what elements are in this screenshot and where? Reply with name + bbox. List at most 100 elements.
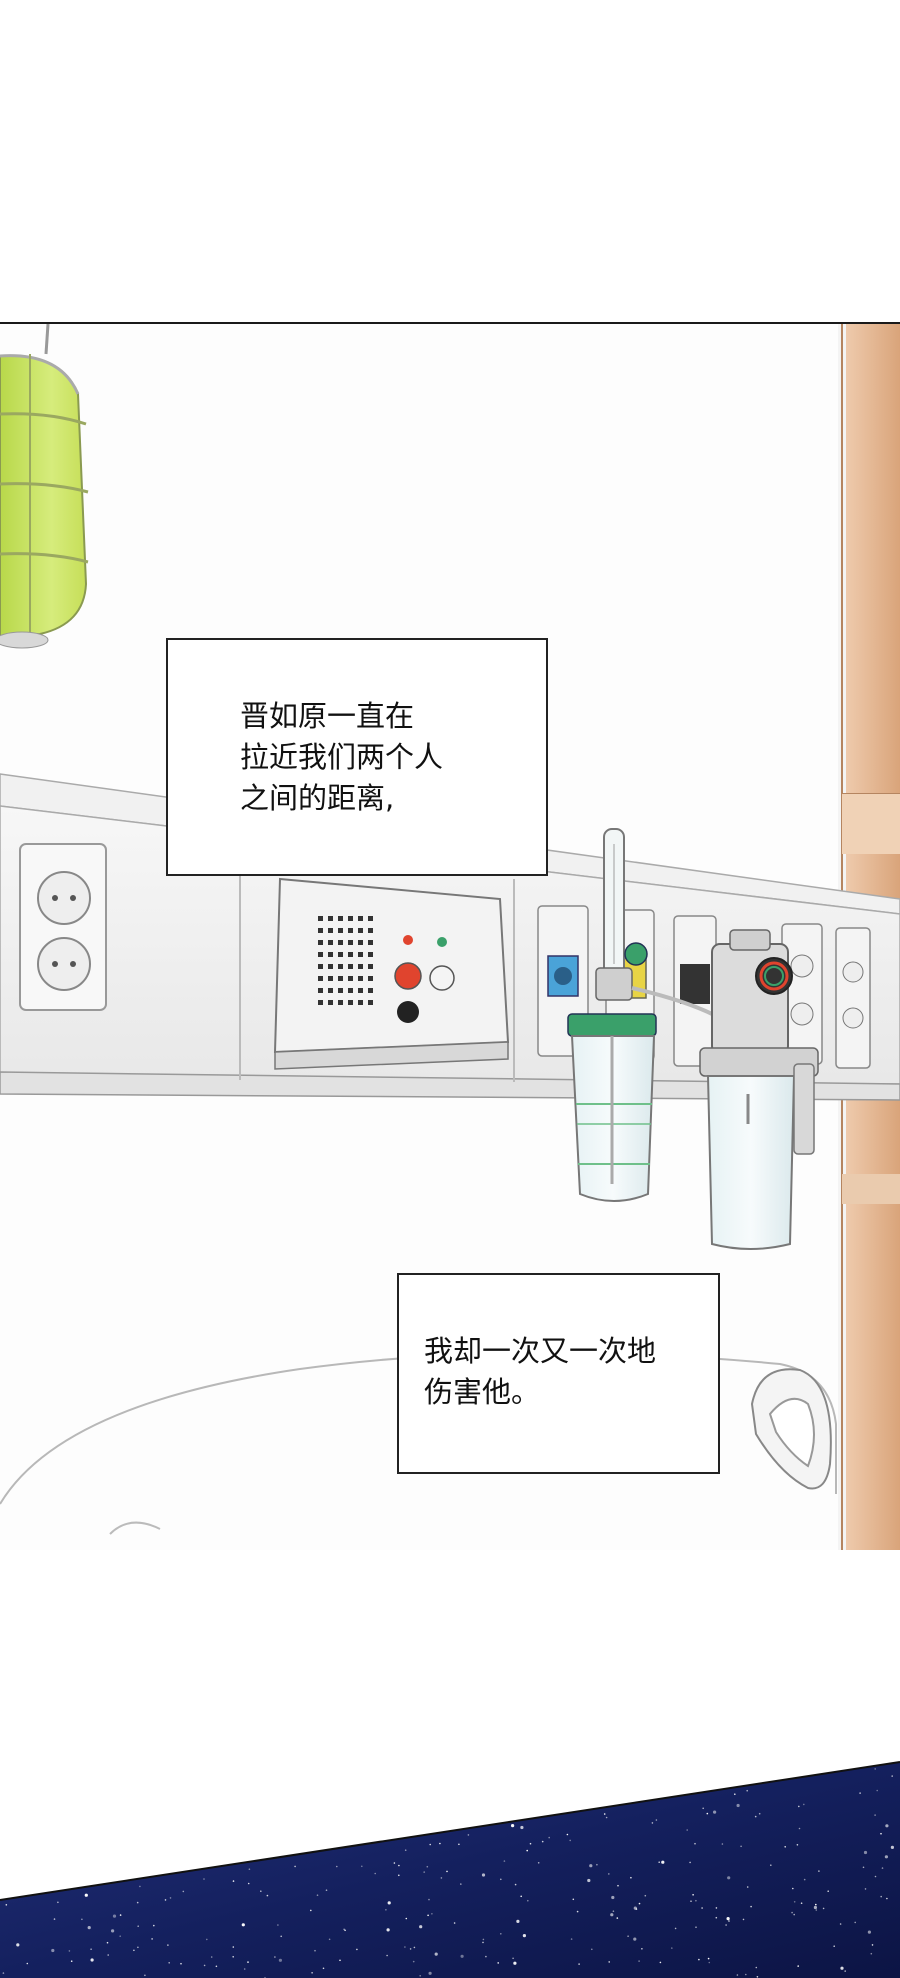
star <box>440 1877 443 1879</box>
star <box>87 1926 91 1930</box>
narration-box-1: 晋如原一直在 拉近我们两个人 之间的距离, <box>166 638 548 876</box>
star <box>756 1976 759 1978</box>
star <box>745 1973 747 1976</box>
star <box>610 1913 614 1917</box>
star <box>871 1944 874 1946</box>
star <box>707 1957 710 1960</box>
star <box>485 1955 487 1958</box>
star <box>144 1974 146 1977</box>
star <box>111 1929 115 1933</box>
star <box>638 1902 641 1905</box>
star <box>890 1845 895 1849</box>
star <box>793 1901 796 1903</box>
star <box>864 1888 867 1890</box>
star <box>210 1956 213 1958</box>
star <box>169 1897 172 1899</box>
star <box>616 1917 619 1919</box>
star <box>742 1918 745 1921</box>
star <box>839 1923 842 1925</box>
star <box>603 1813 606 1815</box>
star <box>686 1829 688 1831</box>
star <box>343 1928 345 1931</box>
star <box>428 1971 432 1975</box>
narration-line: 伤害他。 <box>424 1375 541 1409</box>
star <box>651 1822 654 1824</box>
star <box>57 1901 59 1904</box>
star <box>310 1909 312 1912</box>
star <box>886 1897 888 1900</box>
star <box>314 1949 316 1952</box>
star <box>16 1943 20 1947</box>
star <box>90 1958 94 1962</box>
star <box>750 1905 752 1908</box>
star <box>423 1871 426 1873</box>
star <box>112 1914 117 1918</box>
star <box>876 1789 878 1792</box>
star <box>798 1805 800 1808</box>
star <box>690 1900 692 1902</box>
star <box>859 1792 861 1794</box>
star <box>429 1843 432 1846</box>
star <box>387 1901 391 1905</box>
star <box>791 1911 793 1914</box>
star <box>168 1962 170 1964</box>
star <box>797 1965 799 1967</box>
suction-regulator-icon <box>699 929 819 1250</box>
star <box>692 1894 694 1896</box>
star <box>708 1961 711 1964</box>
star <box>537 1862 540 1864</box>
star <box>627 1935 629 1937</box>
star <box>736 1974 739 1976</box>
star <box>513 1961 517 1965</box>
star <box>374 1872 377 1875</box>
star <box>404 1849 407 1851</box>
star <box>386 1928 390 1932</box>
star <box>5 1904 8 1906</box>
star <box>833 1945 835 1947</box>
star <box>512 1957 514 1960</box>
star <box>274 1956 276 1958</box>
star <box>611 1895 615 1900</box>
nurse-call-speaker-icon <box>273 877 510 1070</box>
star <box>617 1884 619 1887</box>
star <box>870 1952 873 1955</box>
star <box>698 1958 700 1961</box>
star <box>818 1870 820 1872</box>
star <box>434 1952 438 1956</box>
star <box>740 1845 742 1848</box>
star <box>803 1803 805 1806</box>
narration-box-2: 我却一次又一次地 伤害他。 <box>397 1273 720 1474</box>
star <box>500 1933 502 1935</box>
star <box>608 1873 610 1875</box>
star <box>446 1870 448 1873</box>
star <box>706 1812 709 1815</box>
star <box>385 1909 387 1911</box>
star <box>548 1836 550 1839</box>
star <box>482 1938 485 1941</box>
star <box>572 1898 575 1901</box>
star <box>796 1844 799 1846</box>
star <box>526 1849 528 1852</box>
star <box>232 1880 235 1882</box>
sky-background <box>0 1762 900 1978</box>
star-field <box>2 1768 895 1978</box>
narration-line: 之间的距离, <box>240 781 395 815</box>
star <box>726 1917 730 1921</box>
star <box>758 1812 761 1815</box>
star <box>247 1961 249 1963</box>
star <box>280 1935 283 1938</box>
star <box>339 1959 341 1962</box>
star <box>247 1882 250 1885</box>
star <box>386 1954 388 1957</box>
star <box>503 1860 506 1862</box>
power-outlet-icon <box>19 843 107 1011</box>
star <box>404 1946 406 1948</box>
star <box>674 1927 677 1930</box>
star <box>874 1875 877 1878</box>
star <box>695 1899 697 1902</box>
star <box>633 1937 637 1941</box>
star <box>514 1883 517 1886</box>
star <box>409 1948 412 1950</box>
star <box>655 1819 658 1821</box>
